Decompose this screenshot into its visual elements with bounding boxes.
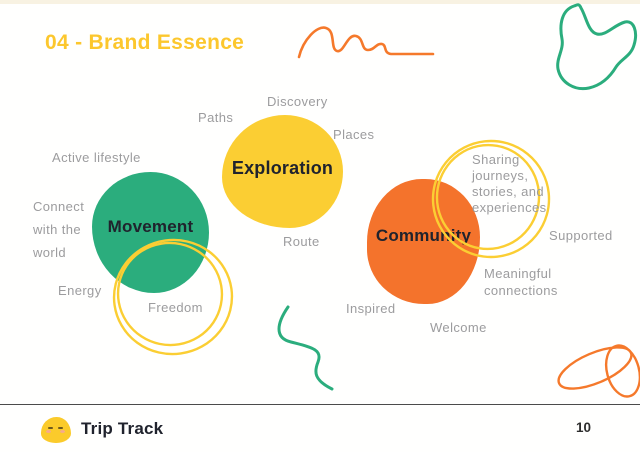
keyword-connect-with-world: Connect with the world (33, 199, 85, 260)
keyword-supported: Supported (549, 228, 613, 243)
green-blob-outline (556, 3, 638, 91)
bubble-exploration-label: Exploration (231, 158, 334, 178)
bubble-movement-label: Movement (107, 216, 194, 236)
page-number: 10 (576, 420, 592, 435)
keyword-places: Places (333, 127, 375, 142)
logo-eye-icon (58, 427, 63, 429)
logo-cheek-icon (46, 430, 51, 433)
orange-loop-scribble (557, 344, 640, 398)
keyword-welcome: Welcome (430, 320, 487, 335)
orange-scribble-top (297, 26, 435, 59)
brand-logo-icon (41, 417, 71, 443)
brand-name: Trip Track (81, 419, 164, 438)
bubble-movement: Movement (92, 172, 209, 293)
keyword-sharing-journeys: Sharing journeys, stories, and experienc… (472, 152, 547, 215)
keyword-energy: Energy (58, 283, 102, 298)
keyword-active-lifestyle: Active lifestyle (52, 150, 141, 165)
bubble-exploration: Exploration (222, 115, 343, 228)
keyword-meaningful-connections: Meaningful connections (484, 266, 558, 298)
keyword-paths: Paths (198, 110, 234, 125)
green-wave-scribble (277, 305, 334, 391)
keyword-discovery: Discovery (267, 94, 328, 109)
bubble-community-label: Community (375, 225, 472, 245)
bubble-community: Community (367, 179, 480, 304)
footer-divider (0, 404, 640, 405)
page-title: 04 - Brand Essence (45, 31, 245, 54)
keyword-inspired: Inspired (346, 301, 396, 316)
top-accent-strip (0, 0, 640, 4)
logo-eye-icon (48, 427, 53, 429)
keyword-route: Route (283, 234, 320, 249)
keyword-freedom: Freedom (148, 300, 203, 315)
logo-cheek-icon (60, 430, 65, 433)
